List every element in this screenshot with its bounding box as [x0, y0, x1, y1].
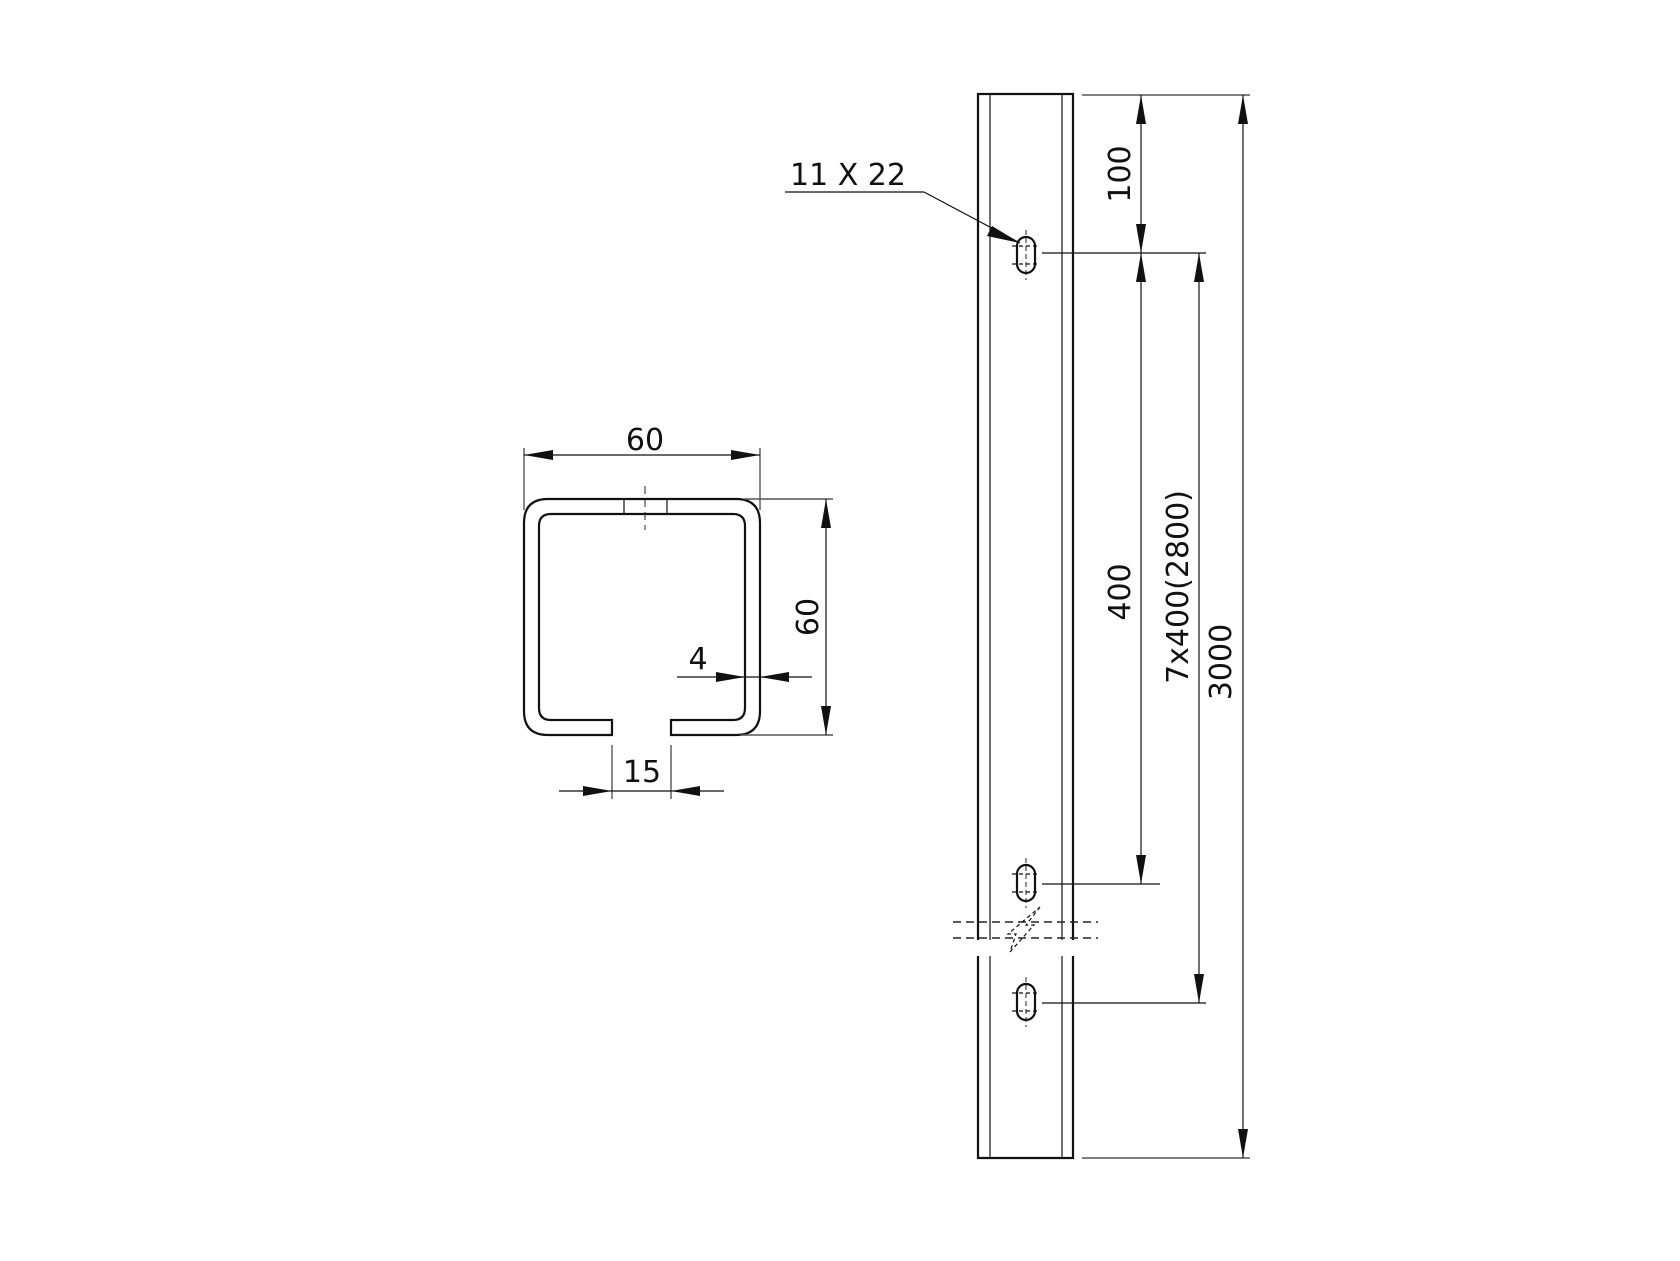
slot-size-label: 11 X 22 — [790, 158, 906, 193]
dim-text-width: 60 — [626, 423, 664, 458]
rail-upper-outline — [976, 92, 1075, 940]
profile-outer-contour — [522, 497, 762, 737]
dim-wall-4: 4 — [677, 642, 812, 682]
dim-opening-15: 15 — [559, 745, 724, 799]
dim-pattern-2800: 7x400(2800) — [1161, 253, 1204, 1003]
slot-hole-3 — [1012, 977, 1040, 1027]
section-view: 60 60 4 15 — [522, 423, 833, 799]
break-symbol — [953, 906, 1098, 953]
dim-offset-100: 100 — [1103, 95, 1146, 253]
dim-text-3000: 3000 — [1204, 624, 1239, 700]
slot-hole-1 — [1012, 230, 1040, 280]
dim-pitch-400: 400 — [1103, 253, 1146, 884]
dim-text-400: 400 — [1103, 563, 1138, 620]
dim-height-60: 60 — [740, 498, 833, 736]
dim-width-60: 60 — [523, 423, 761, 510]
side-view: 11 X 22 100 400 7x400(2800) — [785, 92, 1250, 1160]
dim-text-wall: 4 — [688, 642, 707, 677]
dim-text-opening: 15 — [623, 755, 661, 790]
dim-length-3000: 3000 — [1204, 95, 1248, 1158]
dim-text-100: 100 — [1103, 145, 1138, 202]
slot-hole-2 — [1012, 858, 1040, 908]
dim-text-2800: 7x400(2800) — [1161, 490, 1196, 684]
dim-text-height: 60 — [791, 598, 826, 636]
slot-callout: 11 X 22 — [785, 158, 1021, 244]
rail-lower-outline — [976, 956, 1075, 1160]
